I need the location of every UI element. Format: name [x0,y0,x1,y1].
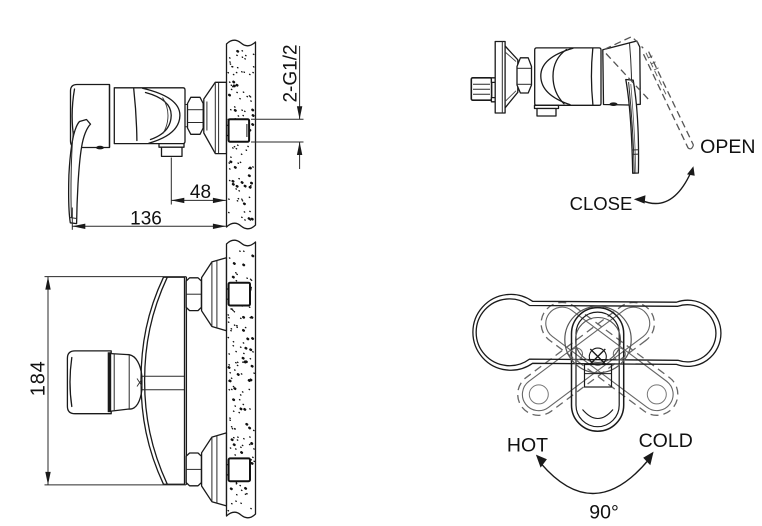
svg-text:CLOSE: CLOSE [570,193,633,214]
svg-text:HOT: HOT [507,435,548,457]
svg-text:2-G1/2: 2-G1/2 [281,44,302,102]
svg-text:184: 184 [28,360,50,396]
svg-text:OPEN: OPEN [700,136,755,158]
svg-text:90°: 90° [589,502,619,524]
svg-text:136: 136 [130,208,162,229]
svg-text:COLD: COLD [639,430,693,452]
svg-text:48: 48 [190,182,211,203]
